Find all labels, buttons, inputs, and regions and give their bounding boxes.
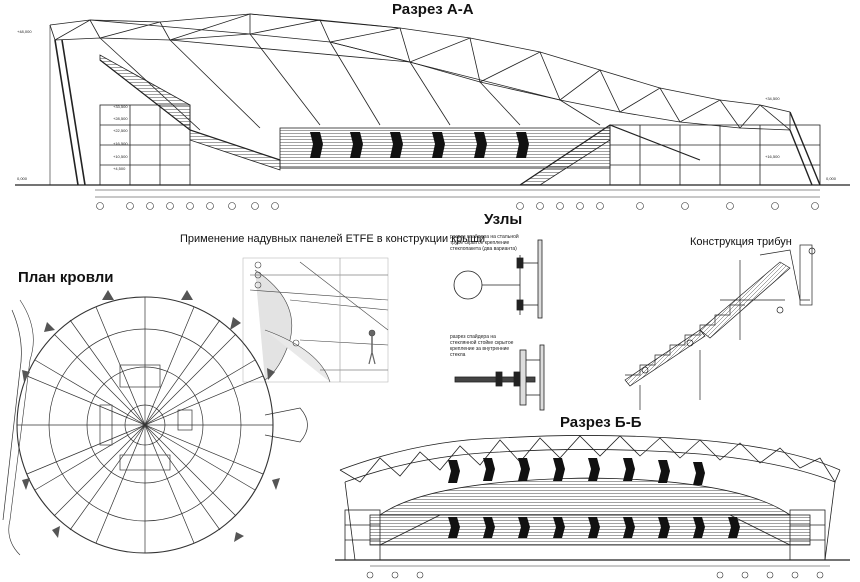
nodes-detail-drawing (453, 239, 545, 411)
level-label: +16,500 (113, 141, 128, 146)
nodes-title: Узлы (484, 211, 523, 228)
level-label: +33,500 (113, 104, 128, 109)
level-label: 0,000 (826, 176, 837, 181)
node-note-glass-post: разрез спайдера на стеклянной стойке скр… (450, 334, 514, 358)
section-bb-axis-markers (366, 571, 824, 579)
section-bb-drawing (335, 435, 850, 567)
roof-plan-title: План кровли (18, 269, 114, 286)
level-label: +48,000 (17, 29, 32, 34)
section-aa-axis-markers (96, 202, 819, 210)
level-label: 0,000 (17, 176, 28, 181)
etfe-detail-drawing (242, 257, 389, 383)
level-label: +34,500 (765, 96, 780, 101)
levels-right: +34,500 +16,500 0,000 (765, 96, 837, 181)
section-aa-drawing (15, 13, 850, 198)
stands-detail-drawing (624, 244, 816, 410)
level-label: +16,500 (765, 154, 780, 159)
roof-plan-drawing (2, 296, 308, 556)
section-aa-vomitories (310, 132, 529, 158)
level-label: +22,500 (113, 128, 128, 133)
roof-plan-supports (22, 290, 280, 542)
stands-caption: Конструкция трибун (690, 236, 792, 248)
section-aa-title: Разрез А-А (392, 1, 474, 18)
level-label: +4,500 (113, 166, 126, 171)
section-bb-vomitories (448, 458, 740, 538)
level-label: +10,500 (113, 154, 128, 159)
node-note-steel-tube: разрез спайдера на стальной трубе скрыто… (450, 234, 519, 252)
level-label: +28,500 (113, 116, 128, 121)
section-bb-title: Разрез Б-Б (560, 414, 642, 431)
levels-left: +48,000 +33,500 +28,500 +22,500 +16,500 … (17, 29, 128, 181)
etfe-caption: Применение надувных панелей ETFE в конст… (180, 233, 486, 245)
